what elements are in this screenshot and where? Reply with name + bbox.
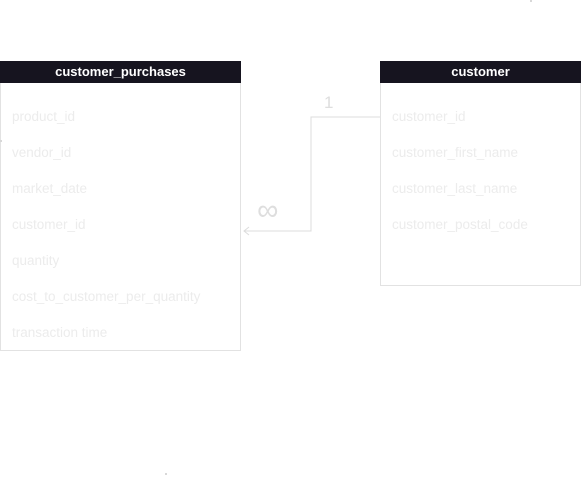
customer-purchases-table-title: customer_purchases	[0, 61, 241, 83]
field-cost-to-customer-per-quantity: cost_to_customer_per_quantity	[12, 289, 201, 304]
field-customer-last-name: customer_last_name	[392, 181, 518, 196]
field-customer-first-name: customer_first_name	[392, 145, 519, 160]
customer-table[interactable]: customer customer_id customer_first_name…	[380, 61, 581, 286]
arrowhead-icon	[243, 226, 250, 236]
stray-dot-left	[0, 140, 2, 142]
field-customer-id-fk: customer_id	[12, 217, 86, 232]
customer-table-title: customer	[380, 61, 581, 83]
stray-dot-top	[530, 0, 532, 2]
customer-purchases-field-list: product_id vendor_id market_date custome…	[1, 83, 240, 351]
field-transaction-time: transaction time	[12, 325, 108, 340]
stray-dot-bottom	[165, 473, 167, 475]
field-market-date: market_date	[12, 181, 88, 196]
field-customer-postal-code: customer_postal_code	[392, 217, 528, 232]
field-product-id: product_id	[12, 109, 76, 124]
cardinality-one-label: 1	[324, 93, 334, 112]
customer-purchases-table[interactable]: customer_purchases product_id vendor_id …	[0, 61, 241, 351]
field-customer-id-pk: customer_id	[392, 109, 466, 124]
customer-field-list: customer_id customer_first_name customer…	[381, 83, 580, 243]
field-vendor-id: vendor_id	[12, 145, 72, 160]
cardinality-many-label: ∞	[257, 194, 279, 227]
field-quantity: quantity	[12, 253, 60, 268]
